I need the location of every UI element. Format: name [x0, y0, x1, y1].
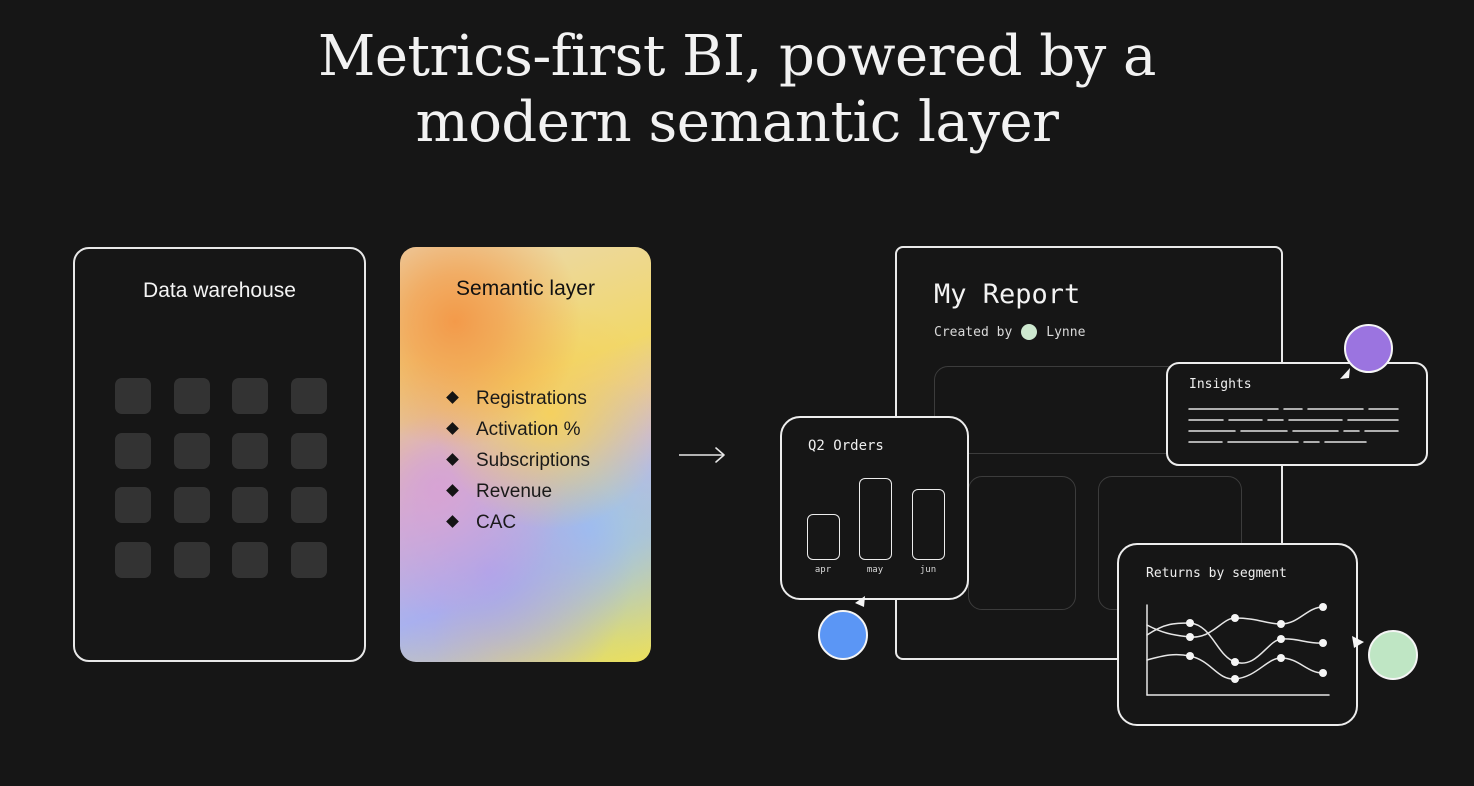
- bar-apr: [807, 514, 840, 560]
- headline-line-1: Metrics-first BI, powered by a: [318, 24, 1156, 89]
- table-tile: [115, 541, 151, 578]
- table-tile: [115, 378, 151, 414]
- q2-orders-panel: Q2 Orders apr may jun: [780, 416, 969, 600]
- semantic-layer-title: Semantic layer: [456, 277, 595, 300]
- month-label: may: [866, 565, 884, 575]
- created-by-label: Created by: [934, 324, 1013, 340]
- insights-panel: Insights: [1166, 362, 1428, 466]
- metric-label: Registrations: [476, 388, 587, 409]
- insights-text-lines: [1188, 408, 1399, 443]
- table-tile: [232, 541, 268, 578]
- insights-title: Insights: [1189, 377, 1252, 392]
- headline-line-2: modern semantic layer: [415, 90, 1059, 155]
- author-name: Lynne: [1046, 324, 1086, 340]
- author-avatar: [1021, 324, 1038, 340]
- data-warehouse-card: Data warehouse: [73, 247, 366, 662]
- cursor-icon: [855, 596, 865, 607]
- table-tile: [290, 432, 327, 469]
- metrics-list: Registrations Activation % Subscriptions…: [446, 387, 590, 542]
- table-tile: [115, 487, 151, 523]
- placeholder-widget: [934, 366, 1196, 454]
- headline: Metrics-first BI, powered by a modern se…: [0, 24, 1474, 156]
- report-created-by: Created by Lynne: [934, 324, 1085, 340]
- semantic-layer-card: Semantic layer Registrations Activation …: [400, 247, 651, 662]
- returns-title: Returns by segment: [1146, 566, 1287, 581]
- table-tile: [173, 541, 210, 578]
- cursor-icon: [1352, 636, 1364, 648]
- diamond-bullet-icon: [446, 391, 459, 404]
- diamond-bullet-icon: [446, 453, 459, 466]
- metric-item: Revenue: [446, 480, 590, 511]
- data-warehouse-title: Data warehouse: [143, 279, 296, 302]
- table-tile: [290, 378, 327, 414]
- collaborator-avatar-green: [1368, 630, 1418, 680]
- bar-may: [859, 478, 892, 560]
- table-tile: [173, 432, 210, 469]
- report-title: My Report: [934, 279, 1081, 310]
- metric-label: CAC: [476, 512, 517, 533]
- placeholder-widget: [968, 476, 1076, 610]
- month-label: apr: [814, 565, 832, 575]
- cursor-icon: [1340, 368, 1350, 379]
- metric-item: Subscriptions: [446, 449, 590, 480]
- month-label: jun: [919, 565, 937, 575]
- table-tile: [232, 487, 268, 523]
- diamond-bullet-icon: [446, 515, 459, 528]
- table-tile: [173, 487, 210, 523]
- diamond-bullet-icon: [446, 484, 459, 497]
- metric-item: Activation %: [446, 418, 590, 449]
- q2-orders-title: Q2 Orders: [808, 438, 884, 454]
- returns-line-chart: [1146, 603, 1330, 696]
- returns-by-segment-panel: Returns by segment: [1117, 543, 1358, 726]
- diamond-bullet-icon: [446, 422, 459, 435]
- metric-item: Registrations: [446, 387, 590, 418]
- table-tile: [232, 378, 268, 414]
- collaborator-avatar-purple: [1344, 324, 1393, 373]
- table-tile: [232, 432, 268, 469]
- bar-jun: [912, 489, 945, 560]
- table-tile: [290, 541, 327, 578]
- metric-label: Subscriptions: [476, 450, 591, 471]
- table-tile: [173, 378, 210, 414]
- metric-item: CAC: [446, 511, 590, 542]
- table-tile: [115, 432, 151, 469]
- table-tile: [290, 487, 327, 523]
- metric-label: Revenue: [476, 481, 553, 502]
- metric-label: Activation %: [476, 419, 581, 440]
- collaborator-avatar-blue: [818, 610, 868, 660]
- arrow-right-icon: [679, 447, 725, 463]
